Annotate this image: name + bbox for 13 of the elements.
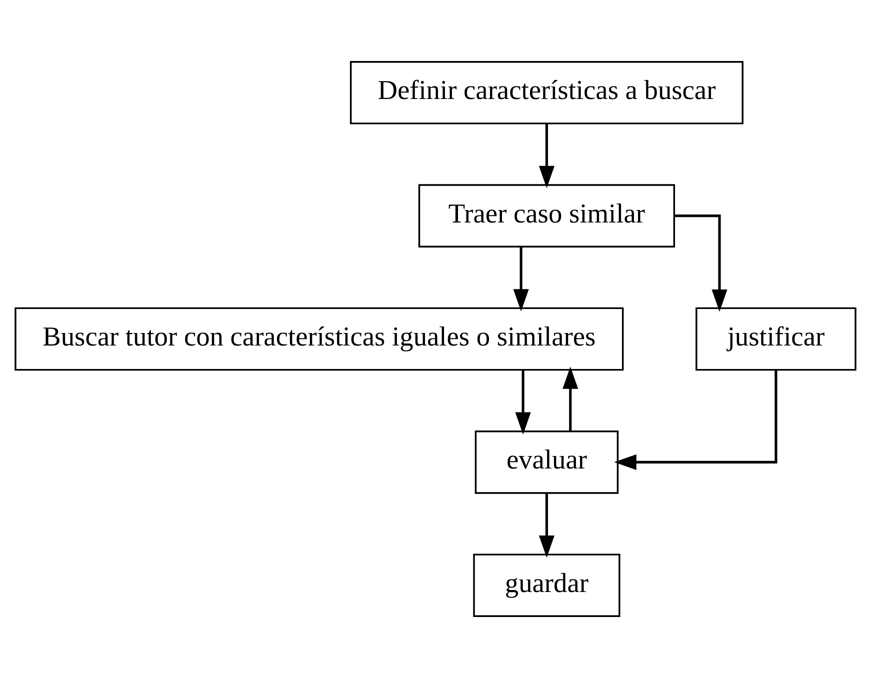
- node-box: justificar: [696, 307, 856, 371]
- arrow: [674, 214, 728, 312]
- node-box: guardar: [473, 554, 620, 617]
- arrow: [562, 366, 578, 432]
- arrow: [538, 124, 554, 188]
- node-box: Definir características a buscar: [350, 61, 744, 124]
- arrow: [513, 246, 529, 312]
- arrow: [538, 493, 554, 558]
- node-box: evaluar: [474, 430, 619, 494]
- arrow: [614, 370, 778, 470]
- node-box: Buscar tutor con características iguales o similares: [14, 307, 624, 371]
- node-box: Traer caso similar: [418, 184, 676, 248]
- arrow: [515, 370, 531, 435]
